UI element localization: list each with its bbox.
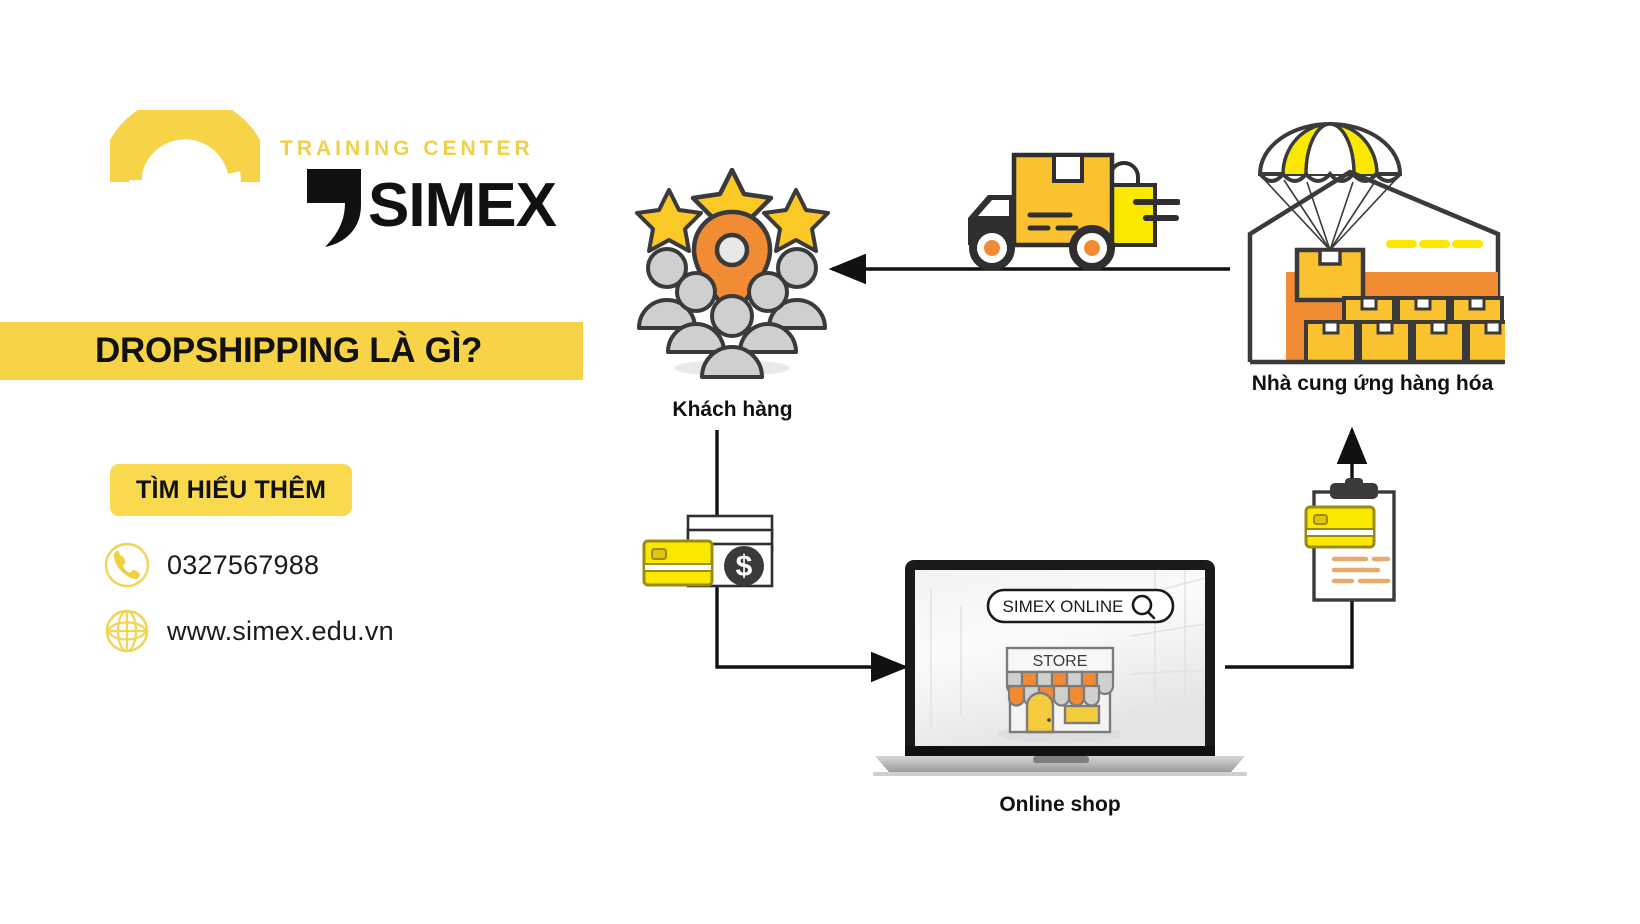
delivery-truck-icon <box>968 152 1180 270</box>
left-panel: TRAINING CENTER SIMEX DROPSHIPPING LÀ GÌ… <box>0 0 630 924</box>
credit-card-money-icon: $ <box>642 514 774 588</box>
dropshipping-flow-diagram: Khách hàng <box>600 0 1640 924</box>
label-supplier: Nhà cung ứng hàng hóa <box>1251 372 1494 395</box>
arrow-customer-to-shop <box>715 430 909 683</box>
contact-website[interactable]: www.simex.edu.vn <box>104 608 394 654</box>
phone-number: 0327567988 <box>167 549 320 580</box>
brand-tagline: TRAINING CENTER <box>280 137 534 160</box>
simex-swoosh-icon <box>307 169 361 247</box>
phone-icon <box>104 542 150 588</box>
store-sign-text: STORE <box>1033 653 1088 670</box>
label-customers: Khách hàng <box>672 398 793 421</box>
label-online-shop: Online shop <box>999 793 1121 816</box>
learn-more-button[interactable]: TÌM HIỂU THÊM <box>110 464 353 516</box>
brand-name: SIMEX <box>368 171 557 240</box>
page-title: DROPSHIPPING LÀ GÌ? <box>95 331 483 370</box>
laptop-search-value: SIMEX ONLINE <box>1003 597 1124 616</box>
laptop-storefront-icon: SIMEX ONLINE STORE <box>873 560 1247 776</box>
page-title-banner: DROPSHIPPING LÀ GÌ? <box>0 322 583 380</box>
learn-more-label: TÌM HIỂU THÊM <box>136 475 327 504</box>
contact-phone[interactable]: 0327567988 <box>104 542 319 588</box>
website-url: www.simex.edu.vn <box>167 615 394 646</box>
svg-text:$: $ <box>736 550 753 583</box>
warehouse-parachute-icon <box>1247 122 1505 365</box>
magnifier-icon <box>1131 594 1156 620</box>
brand-logo: TRAINING CENTER SIMEX <box>110 105 557 255</box>
customers-stars-pin-icon <box>635 168 830 379</box>
yellow-arc-icon <box>110 110 260 188</box>
clipboard-order-icon <box>1304 478 1396 602</box>
globe-icon <box>105 609 149 653</box>
